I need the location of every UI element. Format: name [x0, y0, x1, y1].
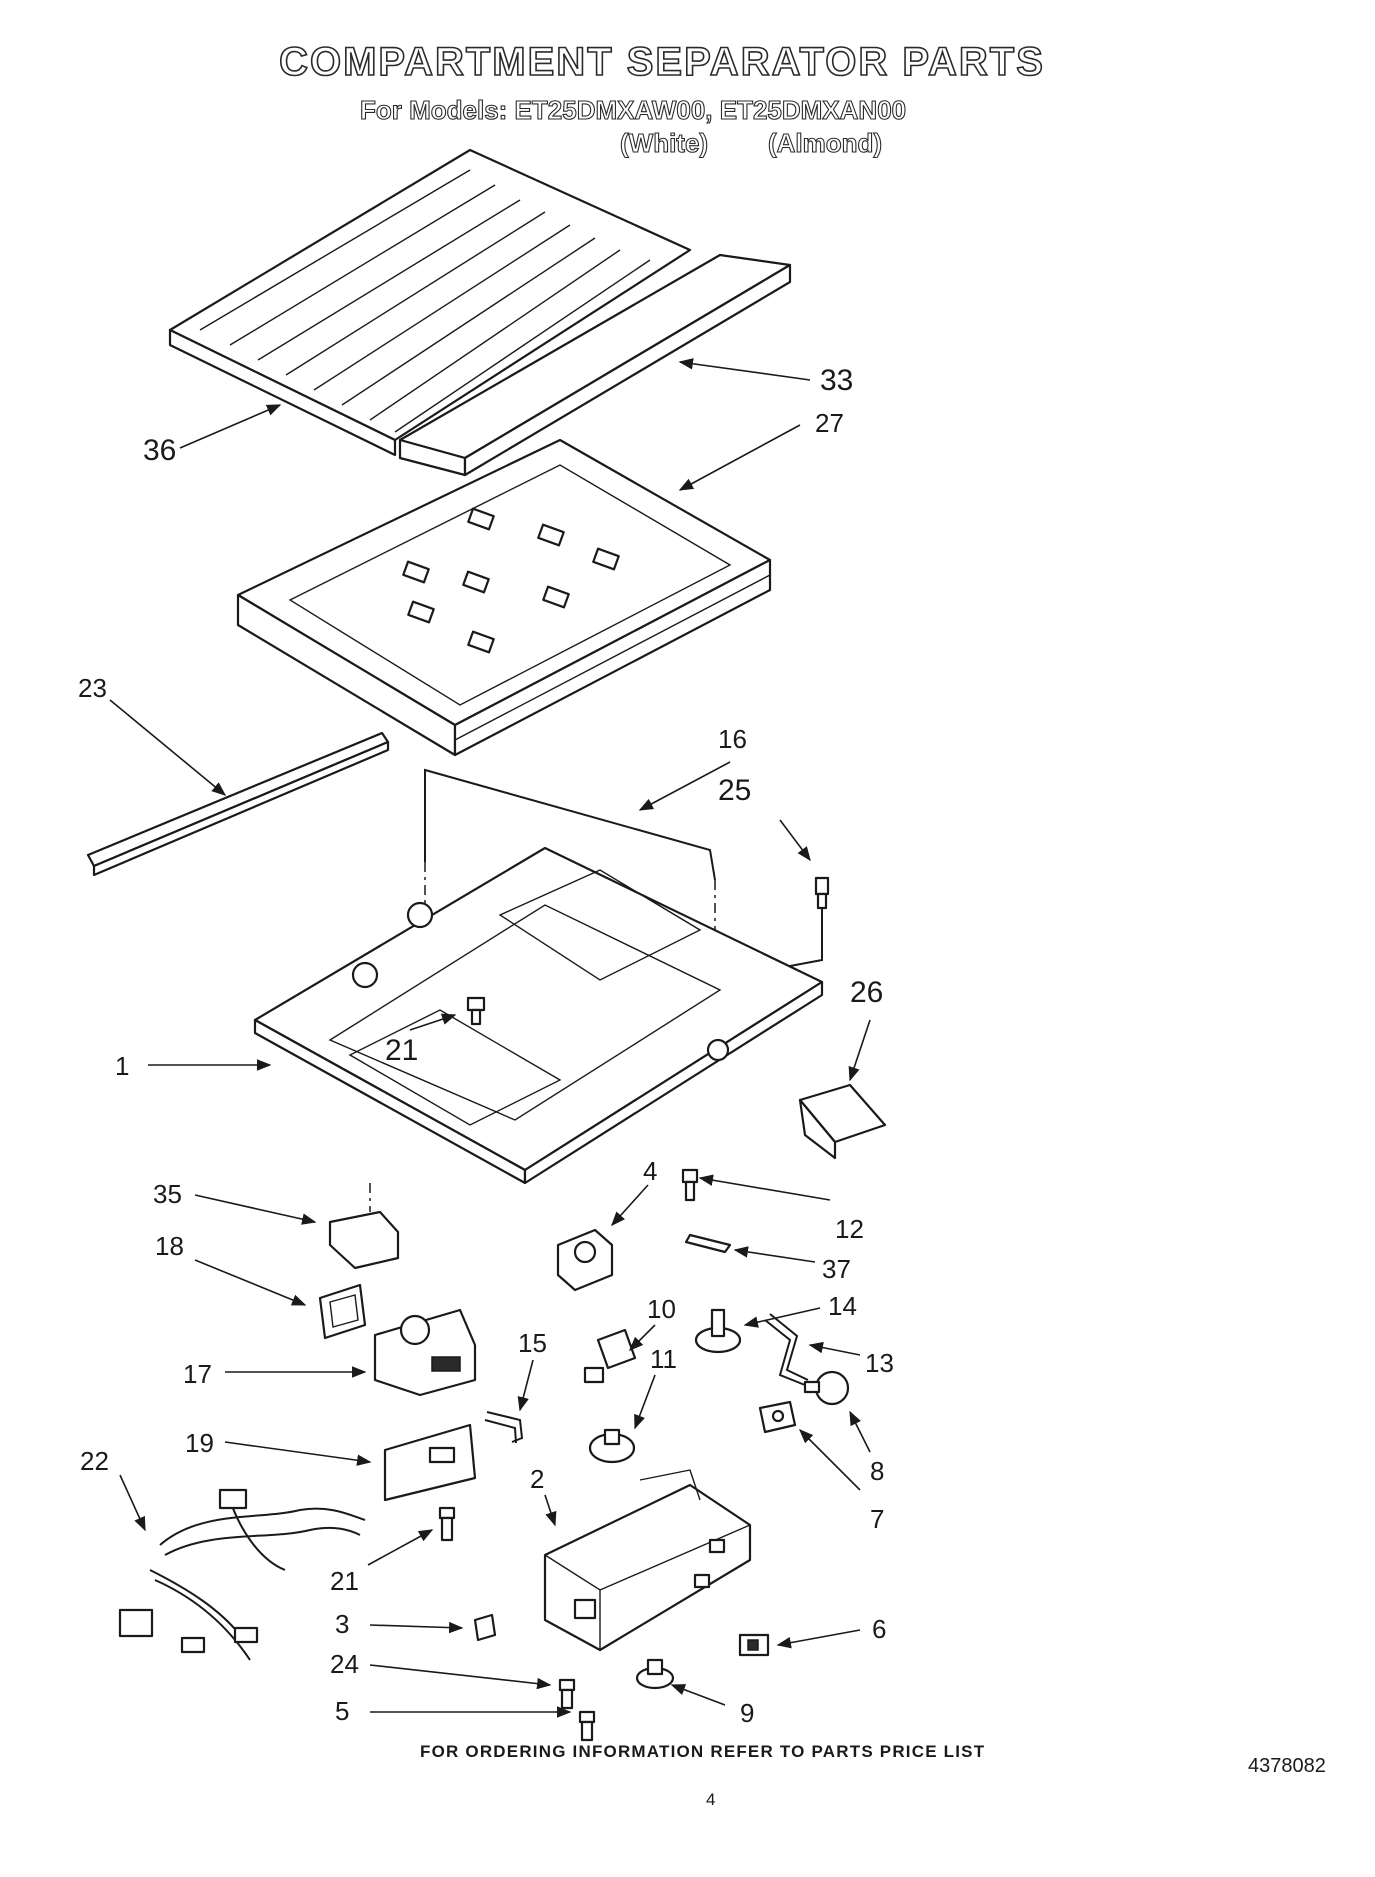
callout-2: 2: [530, 1464, 544, 1494]
part-10-thermostat: [583, 1328, 637, 1384]
part-8-light-bulb: [803, 1370, 850, 1406]
callout-17: 17: [183, 1359, 212, 1389]
callout-24: 24: [330, 1649, 359, 1679]
callout-16: 16: [718, 724, 747, 754]
callout-33: 33: [820, 364, 853, 397]
callout-35: 35: [153, 1179, 182, 1209]
part-3-clip: [473, 1613, 497, 1642]
callout-21-upper: 21: [385, 1034, 418, 1067]
part-2-control-housing: [543, 1469, 752, 1652]
part-27-separator-frame: [236, 438, 772, 757]
callout-5: 5: [335, 1696, 349, 1726]
part-24-screw: [558, 1678, 576, 1710]
callout-22: 22: [80, 1446, 109, 1476]
callout-25: 25: [718, 774, 751, 807]
part-35-bracket: [328, 1183, 400, 1270]
part-23-gasket-strip: [86, 731, 390, 877]
callout-1: 1: [115, 1051, 129, 1081]
callout-18: 18: [155, 1231, 184, 1261]
callout-21-lower: 21: [330, 1566, 359, 1596]
part-12-screw: [681, 1168, 699, 1202]
callout-4: 4: [643, 1156, 657, 1186]
callout-36: 36: [143, 434, 176, 467]
part-15-tube: [484, 1411, 524, 1444]
part-17-control-housing: [373, 1308, 477, 1397]
part-37-clip: [684, 1233, 732, 1254]
part-26-insulation-block: [798, 1083, 887, 1160]
part-21-screw-lower: [438, 1506, 456, 1542]
document-number: 4378082: [1248, 1755, 1326, 1777]
callout-19: 19: [185, 1428, 214, 1458]
part-5-screw: [578, 1710, 596, 1742]
part-19-cover: [383, 1423, 477, 1502]
part-6-switch: [738, 1633, 770, 1657]
part-11-knob: [588, 1428, 636, 1464]
callout-3: 3: [335, 1609, 349, 1639]
callout-13: 13: [865, 1348, 894, 1378]
color-almond-label: (Almond): [767, 127, 883, 158]
ordering-note: FOR ORDERING INFORMATION REFER TO PARTS …: [420, 1742, 986, 1761]
part-1-separator-pan: [253, 846, 824, 1185]
callout-9: 9: [740, 1698, 754, 1728]
callout-10: 10: [647, 1294, 676, 1324]
part-22-wiring-harness: [118, 1488, 366, 1661]
callout-14: 14: [828, 1291, 857, 1321]
part-33-front-trim: [398, 253, 792, 477]
part-9-nut: [635, 1658, 675, 1690]
models-line: For Models: ET25DMXAW00, ET25DMXAN00: [359, 94, 907, 125]
diagram-title: COMPARTMENT SEPARATOR PARTS: [278, 39, 1045, 85]
part-4-damper-motor: [556, 1228, 614, 1292]
callout-12: 12: [835, 1214, 864, 1244]
part-14-control-knob: [694, 1308, 742, 1354]
callout-11: 11: [650, 1344, 677, 1374]
callout-27: 27: [815, 408, 844, 438]
callout-numbers: 36 33 27 23 16 25 26 21 1 35 4 12 37 18 …: [78, 364, 894, 1728]
callout-8: 8: [870, 1456, 884, 1486]
color-white-label: (White): [619, 127, 709, 158]
callout-7: 7: [870, 1504, 884, 1534]
page-number: 4: [706, 1790, 716, 1809]
callout-6: 6: [872, 1614, 886, 1644]
callout-23: 23: [78, 673, 107, 703]
part-36-shelf: [168, 148, 692, 457]
leader-lines: [109, 358, 871, 1718]
part-13-shaft: [764, 1313, 809, 1386]
callout-26: 26: [850, 976, 883, 1009]
callout-15: 15: [518, 1328, 547, 1358]
part-7-socket: [758, 1400, 797, 1434]
callout-37: 37: [822, 1254, 851, 1284]
part-18-frame: [318, 1283, 367, 1340]
